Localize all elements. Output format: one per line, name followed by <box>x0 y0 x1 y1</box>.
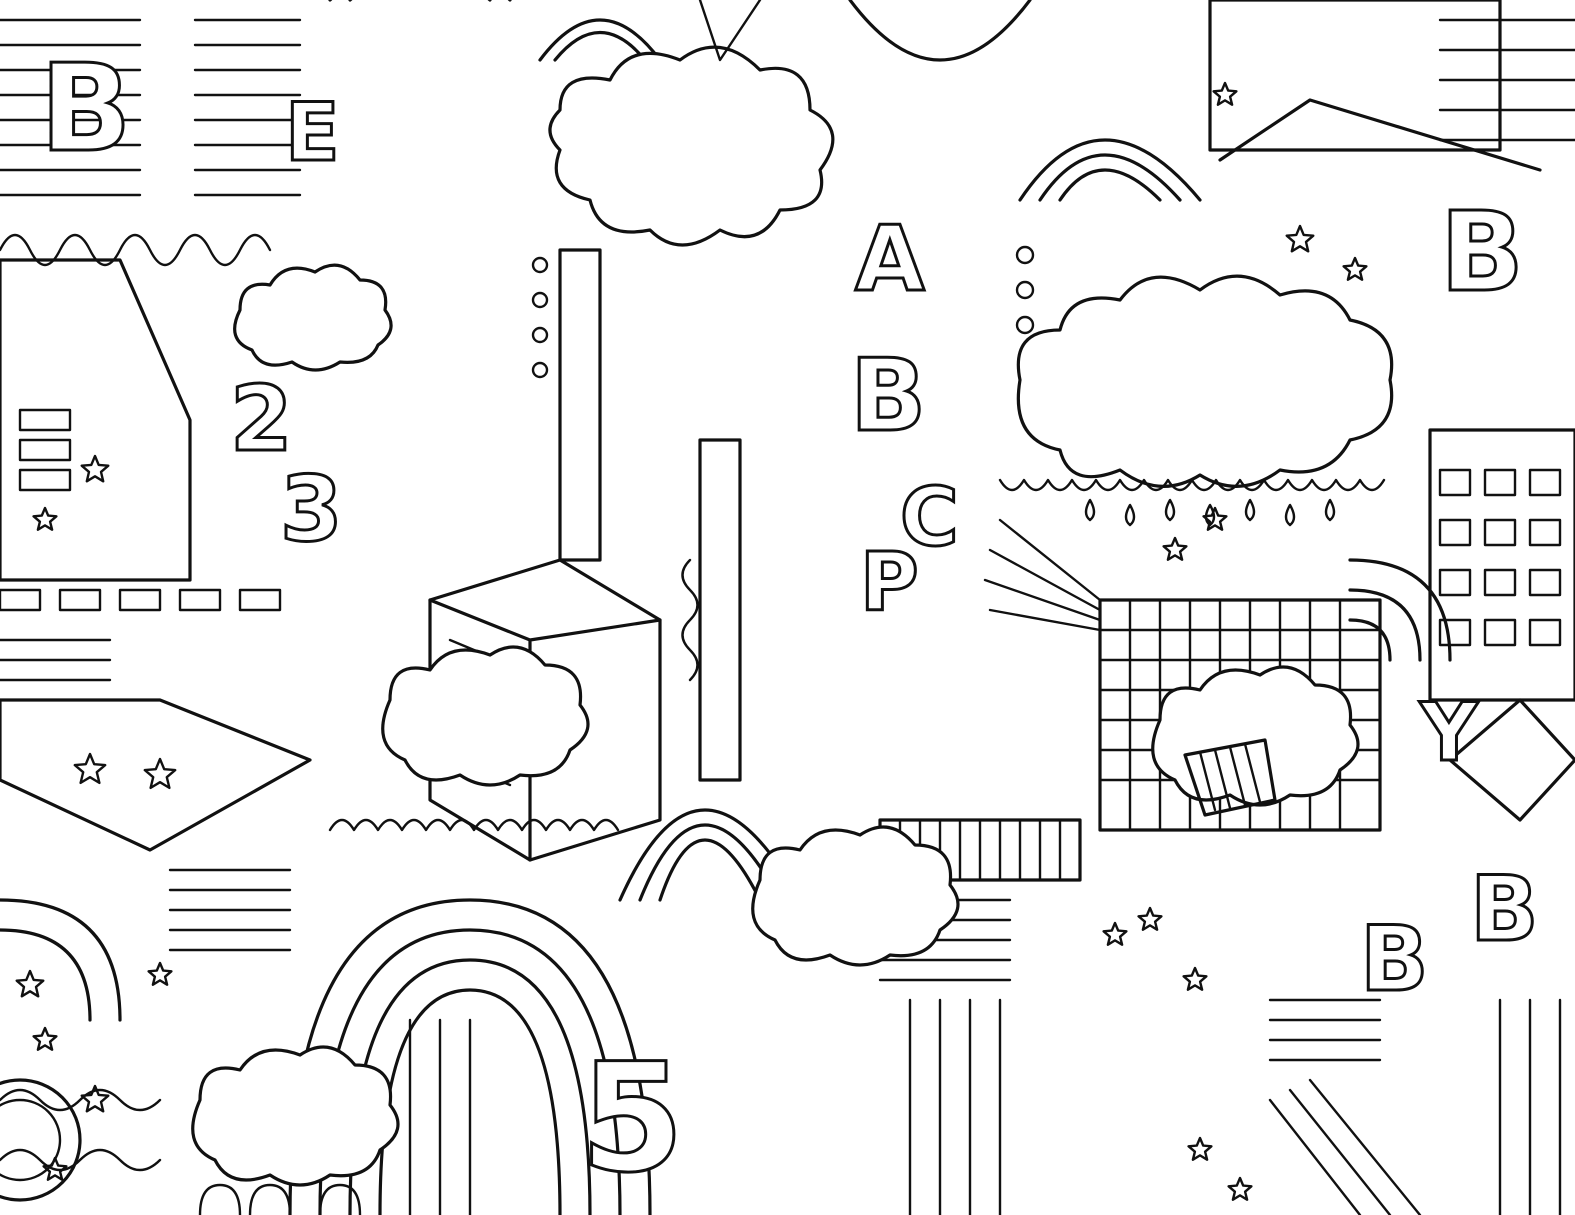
star-icon <box>1212 81 1238 106</box>
star-icon <box>32 506 58 531</box>
star-icon <box>1182 966 1208 991</box>
svg-text:5: 5 <box>580 1032 684 1206</box>
svg-text:B: B <box>1470 857 1539 962</box>
curly-waves <box>0 233 1386 1215</box>
star-icon <box>1227 1176 1253 1201</box>
svg-text:P: P <box>860 536 919 629</box>
stripe-fields <box>0 18 1575 1062</box>
svg-text:B: B <box>40 40 131 179</box>
svg-text:3: 3 <box>280 457 343 562</box>
svg-text:A: A <box>855 207 925 312</box>
svg-text:B: B <box>1360 907 1429 1012</box>
svg-text:C: C <box>900 471 959 564</box>
svg-text:B: B <box>850 337 926 454</box>
star-icon <box>1187 1136 1213 1161</box>
star-icon <box>73 752 107 785</box>
star-icon <box>1162 536 1188 561</box>
star-icon <box>1342 256 1368 281</box>
stars <box>15 81 1368 1201</box>
svg-text:B: B <box>1440 188 1524 316</box>
svg-text:2: 2 <box>230 367 293 472</box>
star-icon <box>1137 906 1163 931</box>
misc-lines <box>408 0 1562 1215</box>
star-icon <box>15 969 45 998</box>
big-circle <box>0 1078 82 1202</box>
star-icon <box>1285 224 1315 253</box>
svg-text:Y: Y <box>1419 686 1479 779</box>
star-icon <box>42 1156 68 1181</box>
star-icon <box>80 1084 110 1113</box>
svg-text:E: E <box>285 86 340 179</box>
star-icon <box>1202 506 1228 531</box>
star-icon <box>1102 921 1128 946</box>
star-icon <box>143 757 177 790</box>
doodle-letters: B E A B C B B B 2 3 5 P Y <box>39 39 1541 1208</box>
clouds <box>191 45 1394 1187</box>
star-icon <box>147 961 173 986</box>
star-icon <box>32 1026 58 1051</box>
star-icon <box>80 454 110 483</box>
